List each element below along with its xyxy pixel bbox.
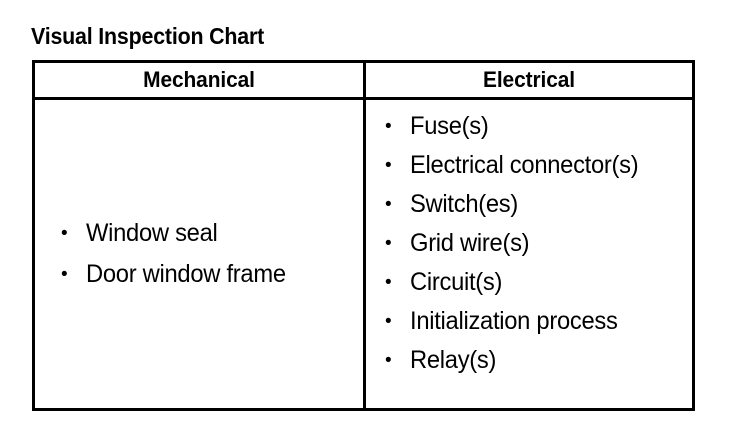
bullet-icon: •	[385, 272, 392, 293]
table-header-cell-mechanical: Mechanical	[35, 63, 366, 97]
table-header-cell-electrical: Electrical	[366, 63, 692, 97]
visual-inspection-table: Mechanical Electrical • Window seal • Do…	[32, 60, 695, 411]
list-item-label: Switch(es)	[410, 190, 519, 218]
list-item: • Door window frame	[59, 254, 349, 295]
column-header-label-electrical: Electrical	[482, 67, 576, 92]
bullet-icon: •	[61, 223, 68, 244]
bullet-icon: •	[385, 311, 392, 332]
table-cell-electrical: • Fuse(s) • Electrical connector(s) • Sw…	[366, 100, 692, 408]
list-item: • Fuse(s)	[383, 107, 683, 146]
list-item-label: Window seal	[86, 219, 218, 247]
bullet-icon: •	[385, 233, 392, 254]
list-item: • Circuit(s)	[383, 263, 683, 302]
list-item-label: Fuse(s)	[410, 112, 489, 140]
list-item: • Initialization process	[383, 302, 683, 341]
bullet-icon: •	[385, 155, 392, 176]
electrical-item-list: • Fuse(s) • Electrical connector(s) • Sw…	[383, 107, 683, 380]
list-item-label: Grid wire(s)	[410, 229, 530, 257]
page-title: Visual Inspection Chart	[31, 23, 265, 49]
table-header-row: Mechanical Electrical	[35, 63, 692, 100]
list-item-label: Door window frame	[86, 260, 286, 288]
bullet-icon: •	[385, 350, 392, 371]
bullet-icon: •	[385, 116, 392, 137]
list-item-label: Circuit(s)	[410, 268, 503, 296]
list-item: • Grid wire(s)	[383, 224, 683, 263]
bullet-icon: •	[61, 264, 68, 285]
column-header-label-mechanical: Mechanical	[143, 67, 255, 92]
table-cell-mechanical: • Window seal • Door window frame	[35, 100, 366, 408]
list-item: • Window seal	[59, 213, 349, 254]
list-item: • Relay(s)	[383, 341, 683, 380]
bullet-icon: •	[385, 194, 392, 215]
mechanical-item-list: • Window seal • Door window frame	[59, 213, 349, 295]
table-body-row: • Window seal • Door window frame • Fuse…	[35, 100, 692, 408]
list-item-label: Electrical connector(s)	[410, 151, 639, 179]
list-item: • Switch(es)	[383, 185, 683, 224]
list-item: • Electrical connector(s)	[383, 146, 683, 185]
list-item-label: Relay(s)	[410, 346, 497, 374]
list-item-label: Initialization process	[410, 307, 618, 335]
